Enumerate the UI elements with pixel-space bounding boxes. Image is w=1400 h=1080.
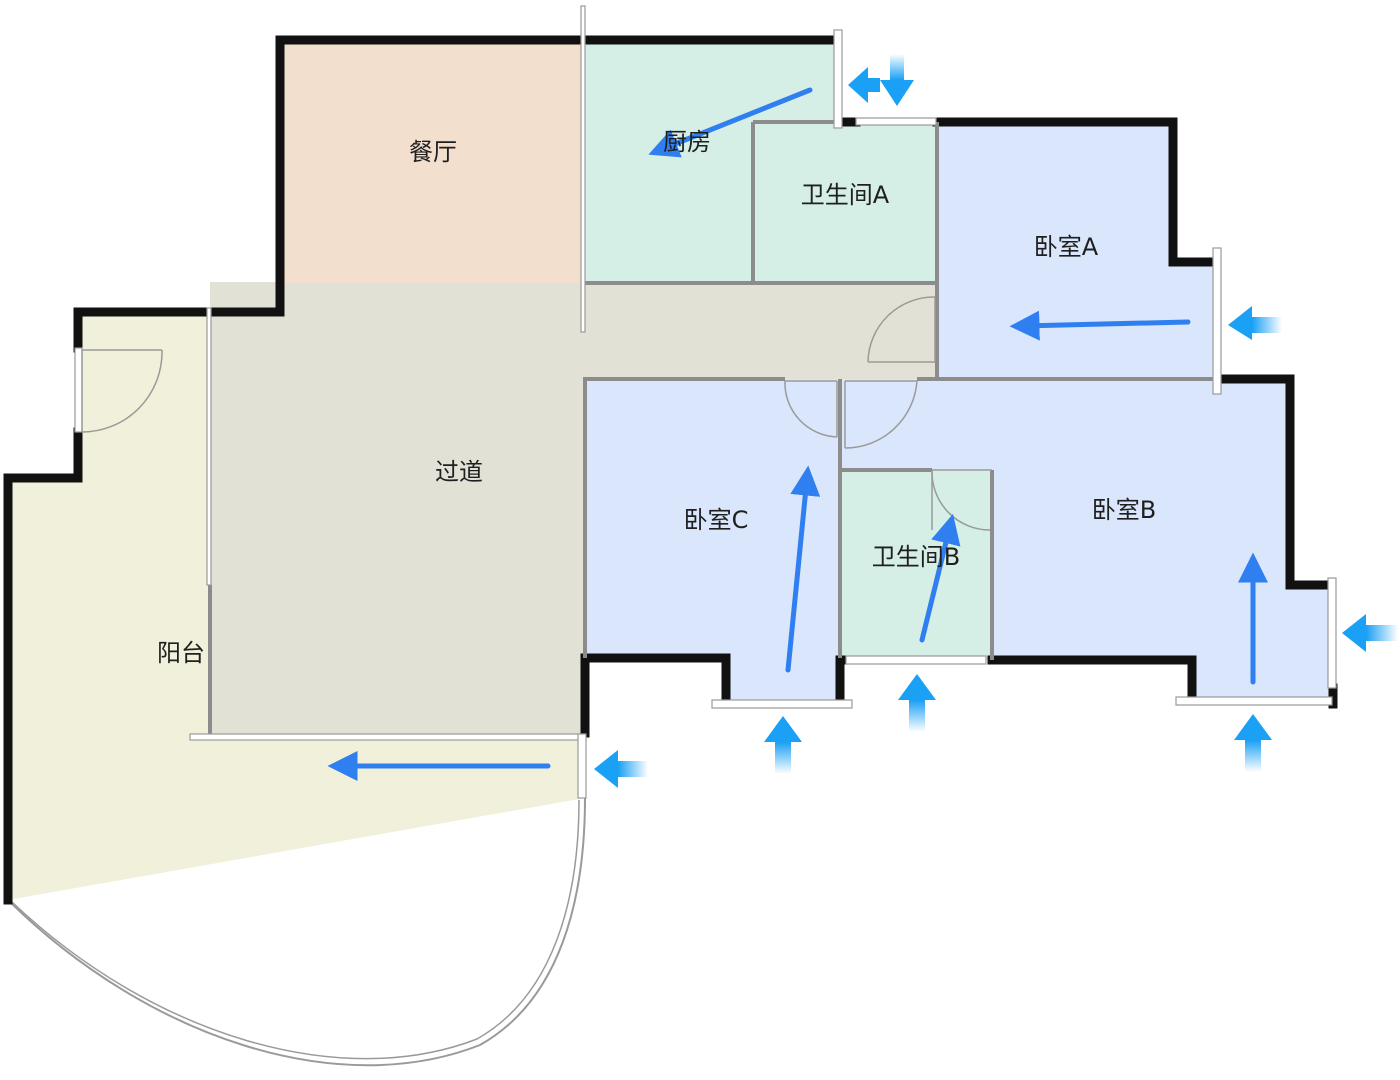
exterior-wall-south-c xyxy=(580,653,731,738)
exterior-wall-west xyxy=(3,427,83,905)
window-bedroom-c xyxy=(711,699,853,709)
label-kitchen: 厨房 xyxy=(663,128,711,156)
door-bedroom-c xyxy=(784,380,838,438)
corridor-area-east xyxy=(585,282,937,379)
arrow-icon-kitchen xyxy=(648,87,813,158)
window-balcony-east xyxy=(577,733,587,799)
door-bath-a xyxy=(867,296,936,363)
label-bath-b: 卫生间B xyxy=(872,543,960,571)
window-bedroom-b-east xyxy=(1327,577,1337,689)
wind-inlet-icon-balcony xyxy=(594,750,648,788)
label-bedroom-a: 卧室A xyxy=(1034,233,1099,261)
label-bath-a: 卫生间A xyxy=(801,181,890,209)
bedroom-a-area xyxy=(937,122,1218,379)
label-balcony: 阳台 xyxy=(157,639,205,667)
bedroom-c-area xyxy=(585,379,840,700)
glass-partition-balcony xyxy=(206,307,212,586)
bedroom-b-area xyxy=(840,379,1333,700)
label-bedroom-c: 卧室C xyxy=(684,506,749,534)
window-kitchen xyxy=(833,29,843,129)
label-corridor: 过道 xyxy=(435,458,483,486)
wind-inlet-icon-bedroom-c xyxy=(764,716,802,774)
balcony-area xyxy=(8,312,585,900)
wind-inlet-icon-bath-b xyxy=(898,674,936,732)
exterior-wall-bedroom-b xyxy=(1217,374,1333,590)
exterior-wall-south-bath xyxy=(835,655,851,701)
window-corridor-balcony xyxy=(189,733,586,741)
arrow-icon-bedroom-c xyxy=(785,465,821,673)
exterior-wall-balcony xyxy=(73,307,285,353)
wind-inlet-icon-kitchen-left xyxy=(848,67,880,103)
window-bedroom-b-south xyxy=(1175,696,1333,706)
door-bedroom-b xyxy=(844,380,918,449)
kitchen-area xyxy=(583,40,838,283)
wind-inlet-icon-kitchen-down xyxy=(880,54,914,106)
curved-window-outer xyxy=(7,797,586,1067)
glass-partition-dining-kitchen xyxy=(580,5,586,333)
arrow-icon-bedroom-a xyxy=(1009,310,1191,341)
wind-inlet-icon-bedroom-b-east xyxy=(1342,614,1398,652)
label-dining: 餐厅 xyxy=(409,138,457,166)
corridor-area xyxy=(210,282,585,738)
exterior-wall-bedroom-a xyxy=(932,117,1218,267)
wind-inlet-icon-bedroom-a xyxy=(1228,306,1282,340)
exterior-wall-south-b xyxy=(987,655,1197,701)
exterior-wall-north xyxy=(275,35,588,317)
wind-inlet-icon-bedroom-b-south xyxy=(1234,714,1272,772)
window-bedroom-a xyxy=(1212,247,1222,395)
window-bath-b xyxy=(845,655,987,665)
bath-b-area xyxy=(840,470,992,660)
window-balcony-west xyxy=(74,347,83,433)
arrow-icon-bath-b xyxy=(919,513,961,643)
bath-a-area xyxy=(753,122,937,283)
window-bath-a xyxy=(855,117,937,126)
curved-window-inner xyxy=(11,799,580,1060)
label-bedroom-b: 卧室B xyxy=(1092,496,1156,524)
dining-area xyxy=(280,40,583,283)
door-balcony xyxy=(81,349,163,433)
